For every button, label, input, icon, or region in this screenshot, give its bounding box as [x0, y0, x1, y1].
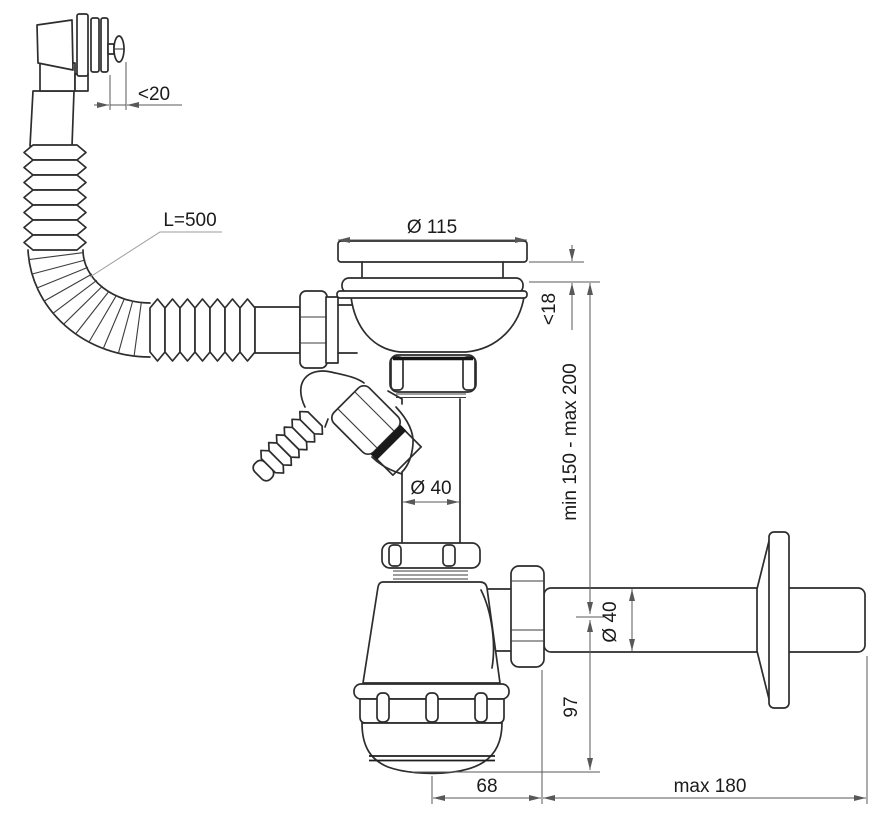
dim-bottom-offsets: 68 max 180	[431, 656, 868, 804]
branch-junction-curve	[395, 406, 414, 473]
branch-union-nut	[330, 384, 423, 477]
label-pipe-diameter-vertical: Ø 40	[410, 478, 451, 499]
trap-cup-seam	[369, 755, 495, 762]
overflow-hose	[23, 90, 301, 362]
overflow-inlet-nut	[299, 290, 358, 369]
trap-cup	[361, 722, 503, 775]
trap-outlet-boss	[480, 589, 495, 669]
dim-height-range: min 150 - max 200	[560, 283, 604, 618]
dim-pipe-diameter-vertical: Ø 40	[403, 478, 459, 505]
wall-flange	[756, 531, 790, 709]
machine-inlet-branch	[252, 370, 423, 482]
hose-cuff-end	[254, 306, 301, 354]
branch-junction-lower	[371, 456, 403, 475]
label-sink-thickness: <18	[539, 293, 560, 325]
overflow-elbow	[36, 13, 125, 92]
branch-junction-upper	[387, 390, 403, 400]
sink-flange-top	[337, 240, 528, 263]
label-outlet-length: max 180	[674, 776, 747, 797]
bottle-trap	[353, 565, 545, 775]
hose-bend	[27, 249, 151, 358]
trap-body	[362, 581, 501, 684]
hose-cuff-top	[29, 90, 75, 147]
trap-outlet-tube	[486, 588, 512, 652]
castellation-slot	[376, 692, 390, 723]
dim-trap-depth: 97	[412, 620, 600, 773]
label-hose-length: L=500	[163, 210, 216, 231]
vertical-pipe	[401, 398, 461, 544]
castellation-slot	[425, 692, 439, 723]
label-flange-diameter: Ø 115	[407, 217, 457, 238]
overflow-screw	[107, 35, 125, 63]
elbow-body	[36, 19, 74, 71]
wall-flange-disc	[768, 531, 790, 709]
sink-strainer	[336, 240, 528, 399]
outlet-pipe	[543, 587, 866, 653]
label-clamp-range: <20	[138, 84, 170, 105]
overflow-clamp-plates	[76, 13, 109, 77]
leader-hose-length: L=500	[89, 210, 222, 278]
tailpipe-nut	[389, 354, 477, 399]
hose-horizontal-bellows	[149, 298, 256, 362]
label-trap-outlet-offset: 68	[476, 776, 497, 797]
lower-union-nut	[381, 542, 481, 580]
castellation-slot	[474, 692, 488, 723]
branch-elbow-inner	[324, 418, 329, 428]
strainer-washer-ring	[336, 290, 528, 299]
dim-sink-thickness: <18	[529, 245, 600, 330]
inlet-collar	[325, 296, 339, 364]
branch-barb	[252, 410, 324, 482]
label-height-range: min 150 - max 200	[560, 363, 581, 520]
hose-vertical-bellows	[23, 144, 87, 251]
wall-flange-cone	[756, 536, 771, 704]
dim-flange-diameter: Ø 115	[338, 217, 527, 243]
branch-elbow-outer	[299, 370, 365, 408]
dim-pipe-diameter-outlet: Ø 40	[600, 589, 635, 651]
dim-clamp-range: <20	[94, 62, 182, 110]
strainer-bowl	[350, 296, 525, 353]
flange-neck	[361, 261, 504, 279]
label-trap-depth: 97	[561, 696, 582, 717]
outlet-union-nut	[510, 565, 545, 668]
label-pipe-diameter-outlet: Ø 40	[600, 601, 621, 642]
